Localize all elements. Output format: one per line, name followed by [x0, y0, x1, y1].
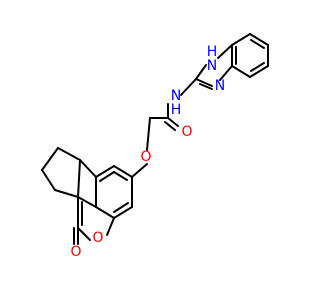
- atom-label-n: N: [171, 88, 181, 104]
- bond: [219, 65, 233, 81]
- bond: [113, 165, 133, 178]
- atom-label: O: [140, 149, 151, 165]
- bond: [167, 117, 179, 127]
- atom-label: O: [70, 244, 81, 260]
- bond: [95, 165, 115, 178]
- bond: [41, 147, 59, 171]
- bond: [113, 202, 129, 213]
- atom-nh-amide: N H: [171, 88, 182, 118]
- bond: [250, 62, 265, 72]
- atom-o-amide: O: [181, 124, 192, 140]
- bond: [195, 78, 213, 87]
- bond: [77, 196, 97, 208]
- atom-label-h: H: [207, 44, 218, 60]
- bond: [146, 117, 151, 151]
- bond: [41, 169, 56, 191]
- bond: [164, 121, 176, 131]
- bond: [231, 33, 251, 46]
- bond: [99, 171, 115, 182]
- bond: [250, 39, 265, 49]
- bond: [77, 159, 81, 198]
- bond: [217, 44, 233, 59]
- bond: [77, 227, 91, 241]
- bond: [199, 83, 213, 90]
- atom-label-n: N: [207, 58, 217, 74]
- atom-label-h: H: [171, 102, 182, 118]
- bond: [231, 65, 251, 78]
- atom-label: O: [92, 230, 103, 246]
- bond: [79, 159, 97, 178]
- atom-n-benzimidazole: N: [215, 78, 225, 94]
- bond: [249, 65, 269, 78]
- bond: [249, 33, 269, 46]
- atom-o-ether: O: [140, 149, 151, 165]
- atom-nh-benzimidazole: H N: [207, 44, 218, 74]
- bond: [131, 163, 148, 178]
- bond: [57, 147, 81, 161]
- bond: [95, 206, 115, 219]
- atom-o-ring: O: [92, 230, 103, 246]
- bond: [106, 217, 115, 236]
- atom-label: O: [181, 124, 192, 140]
- bond: [113, 171, 128, 181]
- bond: [54, 189, 79, 198]
- bond: [113, 206, 133, 219]
- atom-label: N: [215, 78, 225, 94]
- bond: [180, 78, 197, 96]
- atom-o-carbonyl: O: [70, 244, 81, 260]
- molecule-structure: H N N N H O O O O: [41, 33, 269, 260]
- bond: [195, 64, 207, 80]
